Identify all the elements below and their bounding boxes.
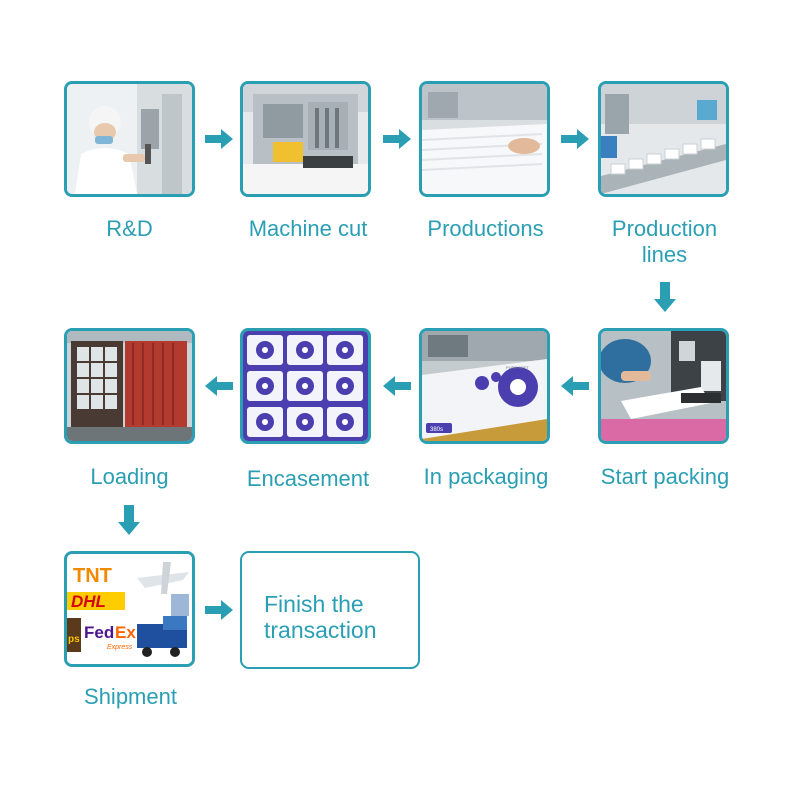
arrow-left-icon <box>561 376 589 396</box>
step-photo-productions <box>419 81 550 197</box>
step-photo-rd <box>64 81 195 197</box>
step-photo-machine-cut <box>240 81 371 197</box>
cutting-machine-photo <box>243 84 368 194</box>
arrow-left-icon <box>383 376 411 396</box>
lab-worker-photo <box>67 84 192 194</box>
step-photo-encasement <box>240 328 371 444</box>
arrow-right-icon <box>383 129 411 149</box>
fedex-ex-logo: Ex <box>115 623 136 642</box>
step-label: Encasement <box>246 466 370 491</box>
fedex-fed-logo: Fed <box>84 623 114 642</box>
step-photo-production-lines <box>598 81 729 197</box>
tnt-logo: TNT <box>73 565 112 587</box>
shipping-container-photo <box>67 331 192 441</box>
step-label: Productions <box>427 216 544 241</box>
step-label: Shipment <box>84 684 177 709</box>
step-photo-start-packing <box>598 328 729 444</box>
pack-brand-text: PURE SOFT <box>506 365 529 370</box>
step-label: Start packing <box>600 464 730 489</box>
step-label: Machine cut <box>248 216 368 241</box>
arrow-right-icon <box>205 600 233 620</box>
courier-logos-photo: TNT DHL ps Fed Ex Express <box>67 554 192 664</box>
packing-machine-photo <box>601 331 726 441</box>
finish-transaction-label: Finish the transaction <box>264 591 377 643</box>
step-label: Production lines <box>611 216 718 267</box>
arrow-down-icon <box>654 282 676 312</box>
step-label: R&D <box>106 216 153 241</box>
step-photo-shipment: TNT DHL ps Fed Ex Express <box>64 551 195 667</box>
dhl-logo: DHL <box>71 592 106 611</box>
arrow-left-icon <box>205 376 233 396</box>
step-photo-in-packaging: 380s PURE SOFT <box>419 328 550 444</box>
arrow-right-icon <box>561 129 589 149</box>
conveyor-line-photo <box>601 84 726 194</box>
step-label: Loading <box>90 464 169 489</box>
step-photo-loading <box>64 328 195 444</box>
arrow-right-icon <box>205 129 233 149</box>
step-label: In packaging <box>423 464 549 489</box>
paper-stack-photo <box>422 84 547 194</box>
tissue-pack-photo: 380s PURE SOFT <box>422 331 547 441</box>
finish-transaction-box: Finish the transaction <box>240 551 420 669</box>
fedex-express-logo: Express <box>107 644 133 651</box>
pack-count-text: 380s <box>430 427 443 433</box>
arrow-down-icon <box>118 505 140 535</box>
boxed-packs-photo <box>243 331 368 441</box>
ups-logo: ps <box>68 634 80 645</box>
